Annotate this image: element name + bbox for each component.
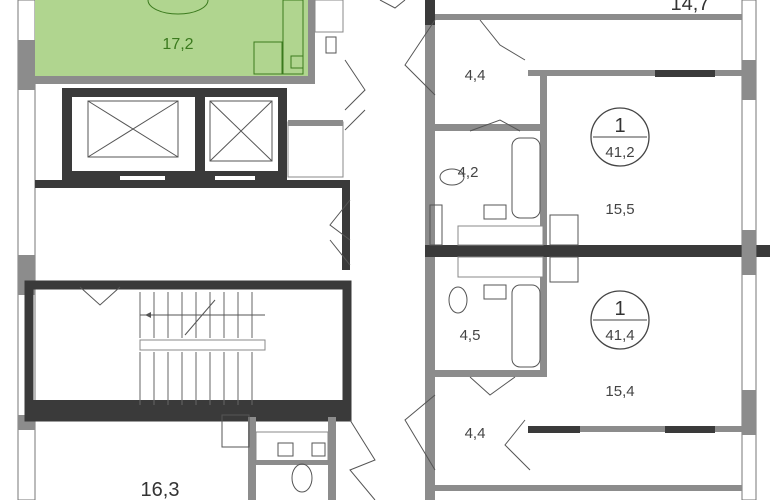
bathtub-icon	[511, 137, 541, 219]
apartment-badge: 1 41,4	[590, 290, 650, 350]
door-icon	[79, 286, 121, 306]
break-line	[184, 299, 216, 336]
door-icon	[404, 19, 526, 96]
highlighted-apartment[interactable]: 17,2	[25, 0, 315, 84]
toilet-icon	[291, 463, 313, 493]
apartment-badge-circle	[147, 0, 209, 15]
wall	[248, 417, 256, 500]
room-area: 4,5	[460, 327, 481, 344]
stairwell	[24, 280, 352, 422]
kitchen-counter	[282, 0, 304, 75]
room-area: 4,4	[465, 425, 486, 442]
elevator-x-icon	[87, 100, 179, 158]
wall	[25, 76, 315, 84]
apartment-badge: 1 41,2	[590, 107, 650, 167]
room-area: 14,7	[671, 0, 710, 15]
stairs	[139, 352, 253, 405]
room-count: 1	[614, 298, 625, 320]
apartment-lower[interactable]: 4,5 15,4 4,4 1 41,4	[404, 256, 742, 491]
door-icon	[404, 394, 531, 471]
elevator-shaft	[209, 100, 273, 162]
total-area: 41,4	[605, 327, 634, 344]
door-icon	[379, 0, 406, 9]
elevator-block	[62, 88, 287, 180]
utility-closet	[287, 121, 344, 178]
room-area: 4,2	[458, 164, 479, 181]
stove-icon	[290, 55, 304, 69]
door-icon	[344, 59, 366, 131]
door-icon	[469, 119, 521, 132]
green-room-floor	[35, 0, 308, 76]
door-icon	[349, 419, 376, 500]
room-area: 15,5	[605, 201, 634, 218]
corridor-wall	[35, 180, 350, 188]
sink-icon	[549, 256, 579, 283]
sink-icon	[549, 214, 579, 246]
room-area: 17,2	[162, 36, 193, 53]
elevator-shaft	[87, 100, 179, 158]
room-count: 1	[614, 115, 625, 137]
arrow-icon	[145, 312, 151, 318]
wall	[308, 0, 315, 84]
shaft	[314, 0, 344, 33]
sink-icon	[253, 41, 283, 75]
fixture	[325, 36, 337, 54]
door-icon	[329, 199, 351, 266]
sink-icon	[483, 204, 507, 220]
party-wall	[425, 245, 770, 257]
room-area: 16,3	[141, 479, 180, 500]
door-icon	[469, 376, 516, 396]
bathtub-icon	[511, 284, 541, 368]
corridor-wall	[342, 185, 350, 270]
room-area: 4,4	[465, 67, 486, 84]
total-area: 41,2	[605, 144, 634, 161]
sink-icon	[221, 414, 250, 448]
elevator-x-icon	[209, 100, 273, 162]
room-area: 15,4	[605, 383, 634, 400]
apartment-upper[interactable]: 14,7 4,4 4,2 15,5 1 41,2	[404, 0, 742, 246]
toilet-icon	[448, 286, 468, 314]
wall	[328, 417, 336, 500]
sink-icon	[483, 284, 507, 300]
toilet-icon	[439, 168, 465, 186]
